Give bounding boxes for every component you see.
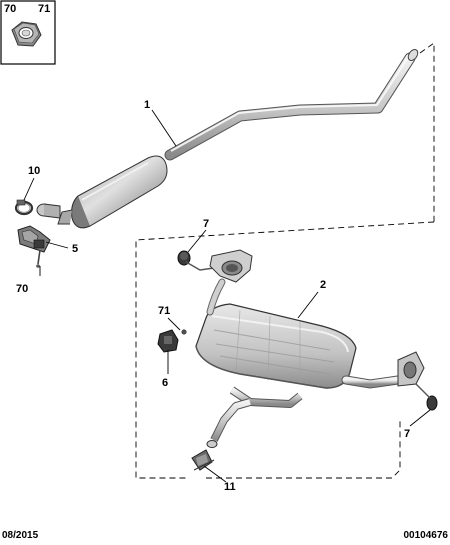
hanger-bracket-front bbox=[17, 225, 51, 253]
callout-11: 11 bbox=[224, 481, 236, 493]
pipe-end bbox=[407, 49, 419, 61]
callout-71: 71 bbox=[158, 305, 170, 317]
clamp-ring bbox=[14, 199, 34, 216]
intermediate-silencer bbox=[57, 155, 168, 229]
inset-nut-box bbox=[0, 0, 56, 65]
link-pipe bbox=[206, 386, 303, 448]
rear-tailpipe bbox=[341, 351, 425, 389]
callout-5: 5 bbox=[72, 243, 78, 255]
front-pipe bbox=[164, 49, 419, 161]
bolt-70-front bbox=[36, 249, 41, 268]
insulator-6 bbox=[157, 329, 179, 353]
callout-10: 10 bbox=[28, 165, 40, 177]
inset-ref-70: 70 bbox=[4, 3, 16, 15]
callout-1: 1 bbox=[144, 99, 150, 111]
nut-71 bbox=[181, 329, 187, 335]
leader-lines bbox=[23, 109, 431, 483]
rear-silencer bbox=[195, 278, 357, 389]
callout-7-lower: 7 bbox=[404, 428, 410, 440]
callout-70: 70 bbox=[16, 283, 28, 295]
footer-reference: 00104676 bbox=[403, 530, 449, 541]
rear-hanger-bracket bbox=[209, 249, 253, 283]
callout-2: 2 bbox=[320, 279, 326, 291]
dashed-outline bbox=[135, 42, 435, 479]
rubber-mount-lower bbox=[415, 383, 438, 411]
callout-6: 6 bbox=[162, 377, 168, 389]
rubber-mount-upper bbox=[177, 250, 215, 271]
coupling-sleeve bbox=[36, 203, 61, 219]
hex-nut-icon bbox=[11, 21, 42, 47]
footer-date: 08/2015 bbox=[2, 530, 39, 541]
inset-ref-71: 71 bbox=[38, 3, 50, 15]
clamp-rear bbox=[191, 449, 215, 471]
callout-7-upper: 7 bbox=[203, 218, 209, 230]
